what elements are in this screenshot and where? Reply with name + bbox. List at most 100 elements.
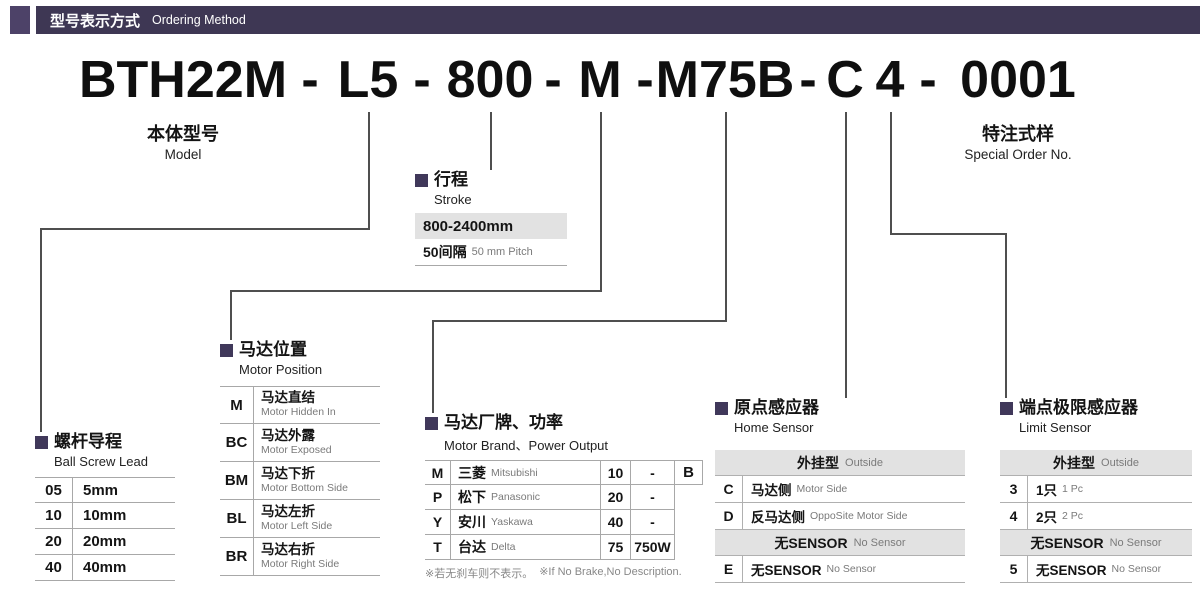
table-header-outside: 外挂型 Outside <box>715 450 965 476</box>
model-segment-body: BTH22M <box>78 51 288 109</box>
table-row: BM 马达下折 Motor Bottom Side <box>220 462 380 500</box>
table-row: M 马达直结 Motor Hidden In <box>220 386 380 424</box>
table-row: 40 40mm <box>35 555 175 581</box>
table-row: 05 5mm <box>35 477 175 503</box>
model-segment-home-sensor: C <box>826 51 864 109</box>
brand-cn: 安川 <box>458 514 486 530</box>
home-sensor-label-cn: 原点感应器 <box>734 398 819 417</box>
row-en: 2 Pc <box>1062 510 1084 522</box>
connector-line <box>845 112 847 398</box>
row-value: 20mm <box>83 533 127 550</box>
page-title-en: Ordering Method <box>152 13 246 27</box>
table-row: 3 1只 1 Pc <box>1000 476 1192 503</box>
row-value: 5mm <box>83 481 119 499</box>
model-segment-motor-position: M <box>578 51 622 109</box>
callout-motor-brand: 马达厂牌、功率 Motor Brand、Power Output <box>425 413 608 454</box>
motor-brand-table: M 三菱 Mitsubishi 10 - B P 松下 Panasonic 20… <box>425 460 703 560</box>
connector-line <box>890 233 1007 235</box>
row-code: 10 <box>35 503 73 528</box>
section-bullet-icon <box>35 436 48 449</box>
connector-line <box>40 228 370 230</box>
stroke-pitch-en: 50 mm Pitch <box>471 246 533 258</box>
power-value: 750W <box>631 535 675 560</box>
table-subheader-no-sensor: 无SENSOR No Sensor <box>715 530 965 556</box>
row-cn: 反马达侧 <box>751 510 805 525</box>
page-header-bar: 型号表示方式 Ordering Method <box>36 6 1200 34</box>
motor-position-label-en: Motor Position <box>239 361 323 377</box>
table-row: C 马达侧 Motor Side <box>715 476 965 503</box>
power-code: 75 <box>601 535 631 560</box>
row-cn: 马达侧 <box>751 483 792 498</box>
brake-footnote-en: ※If No Brake,No Description. <box>539 566 682 578</box>
row-cn: 1只 <box>1036 483 1058 498</box>
row-cn: 马达外露 <box>261 427 315 443</box>
callout-special-order: 特注式样 Special Order No. <box>964 124 1071 162</box>
row-en: Motor Hidden In <box>261 406 336 419</box>
row-code: 20 <box>35 529 73 554</box>
model-segment-limit-sensor: 4 <box>875 51 905 109</box>
model-dash: - <box>413 51 431 109</box>
stroke-label-en: Stroke <box>434 191 472 207</box>
connector-line <box>40 228 42 432</box>
power-code: 20 <box>601 485 631 510</box>
table-row: E 无SENSOR No Sensor <box>715 556 965 583</box>
brake-footnote-cn: ※若无刹车则不表示。 <box>425 568 534 580</box>
section-bullet-icon <box>415 174 428 187</box>
motor-position-table: M 马达直结 Motor Hidden In BC 马达外露 Motor Exp… <box>220 386 380 576</box>
row-en: Motor Left Side <box>261 519 333 532</box>
connector-line <box>432 320 727 322</box>
connector-line <box>368 112 370 228</box>
row-code: M <box>425 460 451 485</box>
table-row: BC 马达外露 Motor Exposed <box>220 424 380 462</box>
connector-line <box>1005 233 1007 398</box>
section-bullet-icon <box>715 402 728 415</box>
table-header-outside: 外挂型 Outside <box>1000 450 1192 476</box>
home-sensor-table: 外挂型 Outside C 马达侧 Motor Side D 反马达侧 Oppo… <box>715 450 965 583</box>
brake-code <box>675 510 703 535</box>
row-en: OppoSite Motor Side <box>810 510 908 522</box>
model-dash: - <box>919 51 937 109</box>
row-cn: 无SENSOR <box>751 563 822 578</box>
brand-en: Yaskawa <box>491 516 533 528</box>
row-code: M <box>220 387 254 423</box>
brand-en: Mitsubishi <box>491 466 538 479</box>
ball-screw-label-en: Ball Screw Lead <box>54 453 148 469</box>
header-cn: 外挂型 <box>1053 454 1096 471</box>
model-dash: - <box>301 51 319 109</box>
model-label-en: Model <box>164 146 202 162</box>
row-code: 5 <box>1000 556 1028 582</box>
limit-sensor-label-cn: 端点极限感应器 <box>1019 398 1138 417</box>
row-cn: 无SENSOR <box>1036 563 1107 578</box>
table-row: 10 10mm <box>35 503 175 529</box>
motor-brand-label-en: Motor Brand、Power Output <box>444 437 609 453</box>
subheader-en: No Sensor <box>853 536 906 549</box>
stroke-pitch-cn: 50间隔 <box>423 244 467 260</box>
row-code: 05 <box>35 478 73 502</box>
connector-line <box>490 112 492 170</box>
table-row: BL 马达左折 Motor Left Side <box>220 500 380 538</box>
row-cn: 马达直结 <box>261 390 315 406</box>
row-code: BR <box>220 538 254 575</box>
row-en: 1 Pc <box>1062 483 1084 495</box>
row-code: D <box>715 503 743 529</box>
row-code: 3 <box>1000 476 1028 502</box>
model-segment-motor-brand: M75B <box>655 51 795 109</box>
row-code: 4 <box>1000 503 1028 529</box>
header-en: Outside <box>845 456 883 469</box>
row-code: T <box>425 535 451 560</box>
power-value: - <box>631 460 675 485</box>
brand-en: Delta <box>491 541 516 553</box>
row-en: No Sensor <box>1111 563 1162 575</box>
table-row: 5 无SENSOR No Sensor <box>1000 556 1192 583</box>
section-bullet-icon <box>425 417 438 430</box>
power-value: - <box>631 485 675 510</box>
subheader-cn: 无SENSOR <box>774 534 848 551</box>
model-dash: - <box>799 51 817 109</box>
motor-position-label-cn: 马达位置 <box>239 340 307 359</box>
callout-stroke: 行程 Stroke <box>415 170 472 207</box>
subheader-en: No Sensor <box>1109 536 1162 549</box>
subheader-cn: 无SENSOR <box>1030 534 1104 551</box>
model-segment-special-order: 0001 <box>960 51 1076 109</box>
power-code: 40 <box>601 510 631 535</box>
brake-code <box>675 535 703 560</box>
